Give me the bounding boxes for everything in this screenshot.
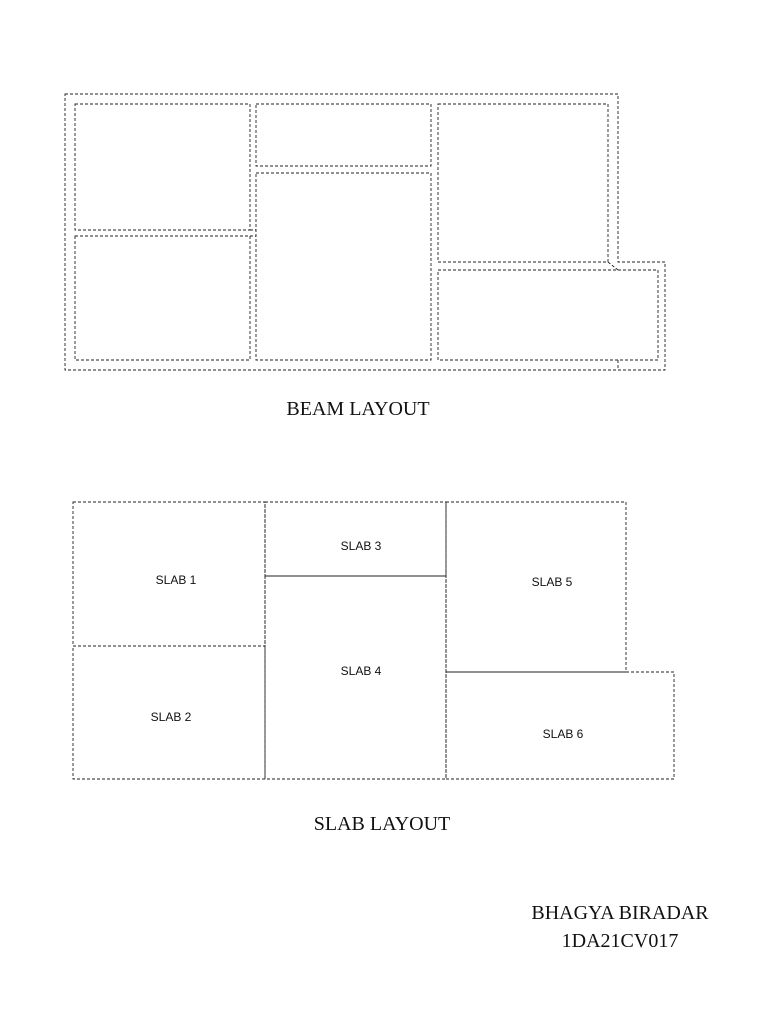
beam-bay-6 [437,269,659,361]
beam-bay-2 [74,235,251,361]
author-id: 1DA21CV017 [561,930,679,952]
slab-label-2: SLAB 2 [151,710,192,724]
beam-bay-5 [437,103,609,263]
beam-joint-line [607,261,619,271]
slab-panel-2 [72,645,266,780]
slab-layout-title: SLAB LAYOUT [313,813,451,835]
beam-bay-3 [255,103,432,167]
beam-bay-1 [74,103,251,231]
slab-label-5: SLAB 5 [532,575,573,589]
beam-bay-4 [255,172,432,361]
slab-label-1: SLAB 1 [156,573,197,587]
beam-outer-boundary [64,93,666,371]
author-block: BHAGYA BIRADAR 1DA21CV017 [500,899,740,955]
slab-label-3: SLAB 3 [341,539,382,553]
beam-layout-plan [64,93,666,371]
slab-label-4: SLAB 4 [341,664,382,678]
beam-layout-title: BEAM LAYOUT [286,398,430,420]
slab-label-6: SLAB 6 [543,727,584,741]
author-name: BHAGYA BIRADAR [531,902,709,924]
slab-layout-plan: SLAB 1 SLAB 2 SLAB 3 SLAB 4 SLAB 5 SLAB … [72,501,675,780]
slab-panel-6 [445,671,675,780]
slab-panel-4 [264,575,447,780]
